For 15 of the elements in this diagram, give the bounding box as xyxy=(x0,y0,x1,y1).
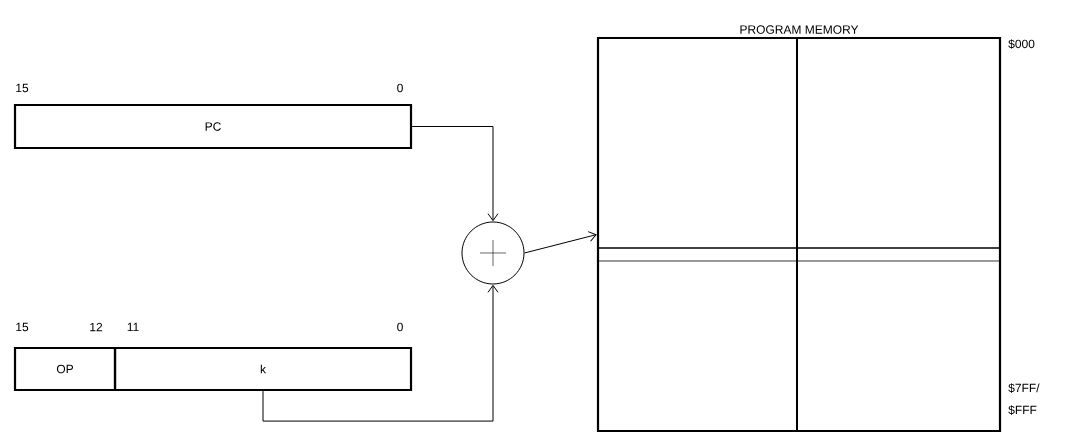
bit-number: 0 xyxy=(397,322,403,332)
bit-number: 0 xyxy=(397,83,403,93)
node-label: PROGRAM MEMORY xyxy=(740,25,859,34)
bit-number: 15 xyxy=(16,83,29,93)
memory-map: PROGRAM MEMORY xyxy=(596,25,1002,433)
bit-number: 15 xyxy=(16,322,29,332)
adder-symbol xyxy=(461,221,525,285)
register-field: PC xyxy=(13,103,413,150)
register-field: k xyxy=(113,346,413,392)
register-field: OP xyxy=(13,346,117,392)
bit-number: 12 xyxy=(90,322,103,332)
bit-number: 11 xyxy=(127,322,139,332)
arrow xyxy=(411,126,499,222)
arrow xyxy=(262,284,499,422)
arrow xyxy=(524,231,597,254)
